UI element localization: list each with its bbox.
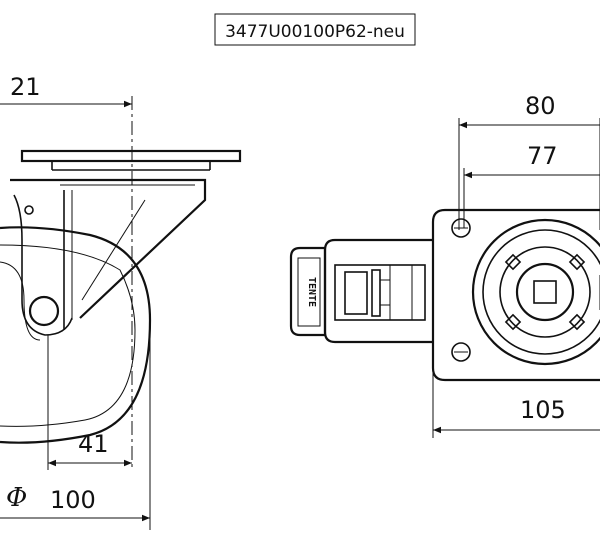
title-block: 3477U00100P62-neu [214, 13, 416, 46]
drawing-number: 3477U00100P62-neu [225, 22, 405, 42]
dim-offset: 21 [10, 73, 41, 101]
swivel-head-outer [471, 218, 600, 366]
top-view: 80 77 105 TENTE [289, 92, 600, 438]
brake-label: TENTE [306, 277, 317, 307]
kingpin-ring [515, 262, 575, 322]
brake-housing [323, 238, 433, 344]
kingpin-square [533, 280, 557, 304]
dim-plate-length: 105 [520, 396, 566, 424]
dim-diameter: 100 [50, 486, 96, 514]
diameter-symbol: Φ [6, 483, 27, 513]
fork-outline [10, 178, 207, 319]
dim-wheel-half: 41 [78, 430, 109, 458]
dim-plate-outer: 80 [525, 92, 556, 120]
top-plate-side [20, 149, 242, 163]
brake-pedal [289, 246, 327, 337]
axle-bolt [28, 295, 60, 327]
grease-nipple [24, 205, 34, 215]
mounting-plate [431, 208, 600, 382]
bolt-hole-bottom [451, 342, 471, 362]
dim-plate-inner: 77 [527, 142, 558, 170]
bolt-hole-top [451, 218, 471, 238]
brake-lever [334, 264, 426, 321]
side-view: 21 41 Φ 100 [0, 73, 242, 530]
title-frame [214, 13, 416, 46]
